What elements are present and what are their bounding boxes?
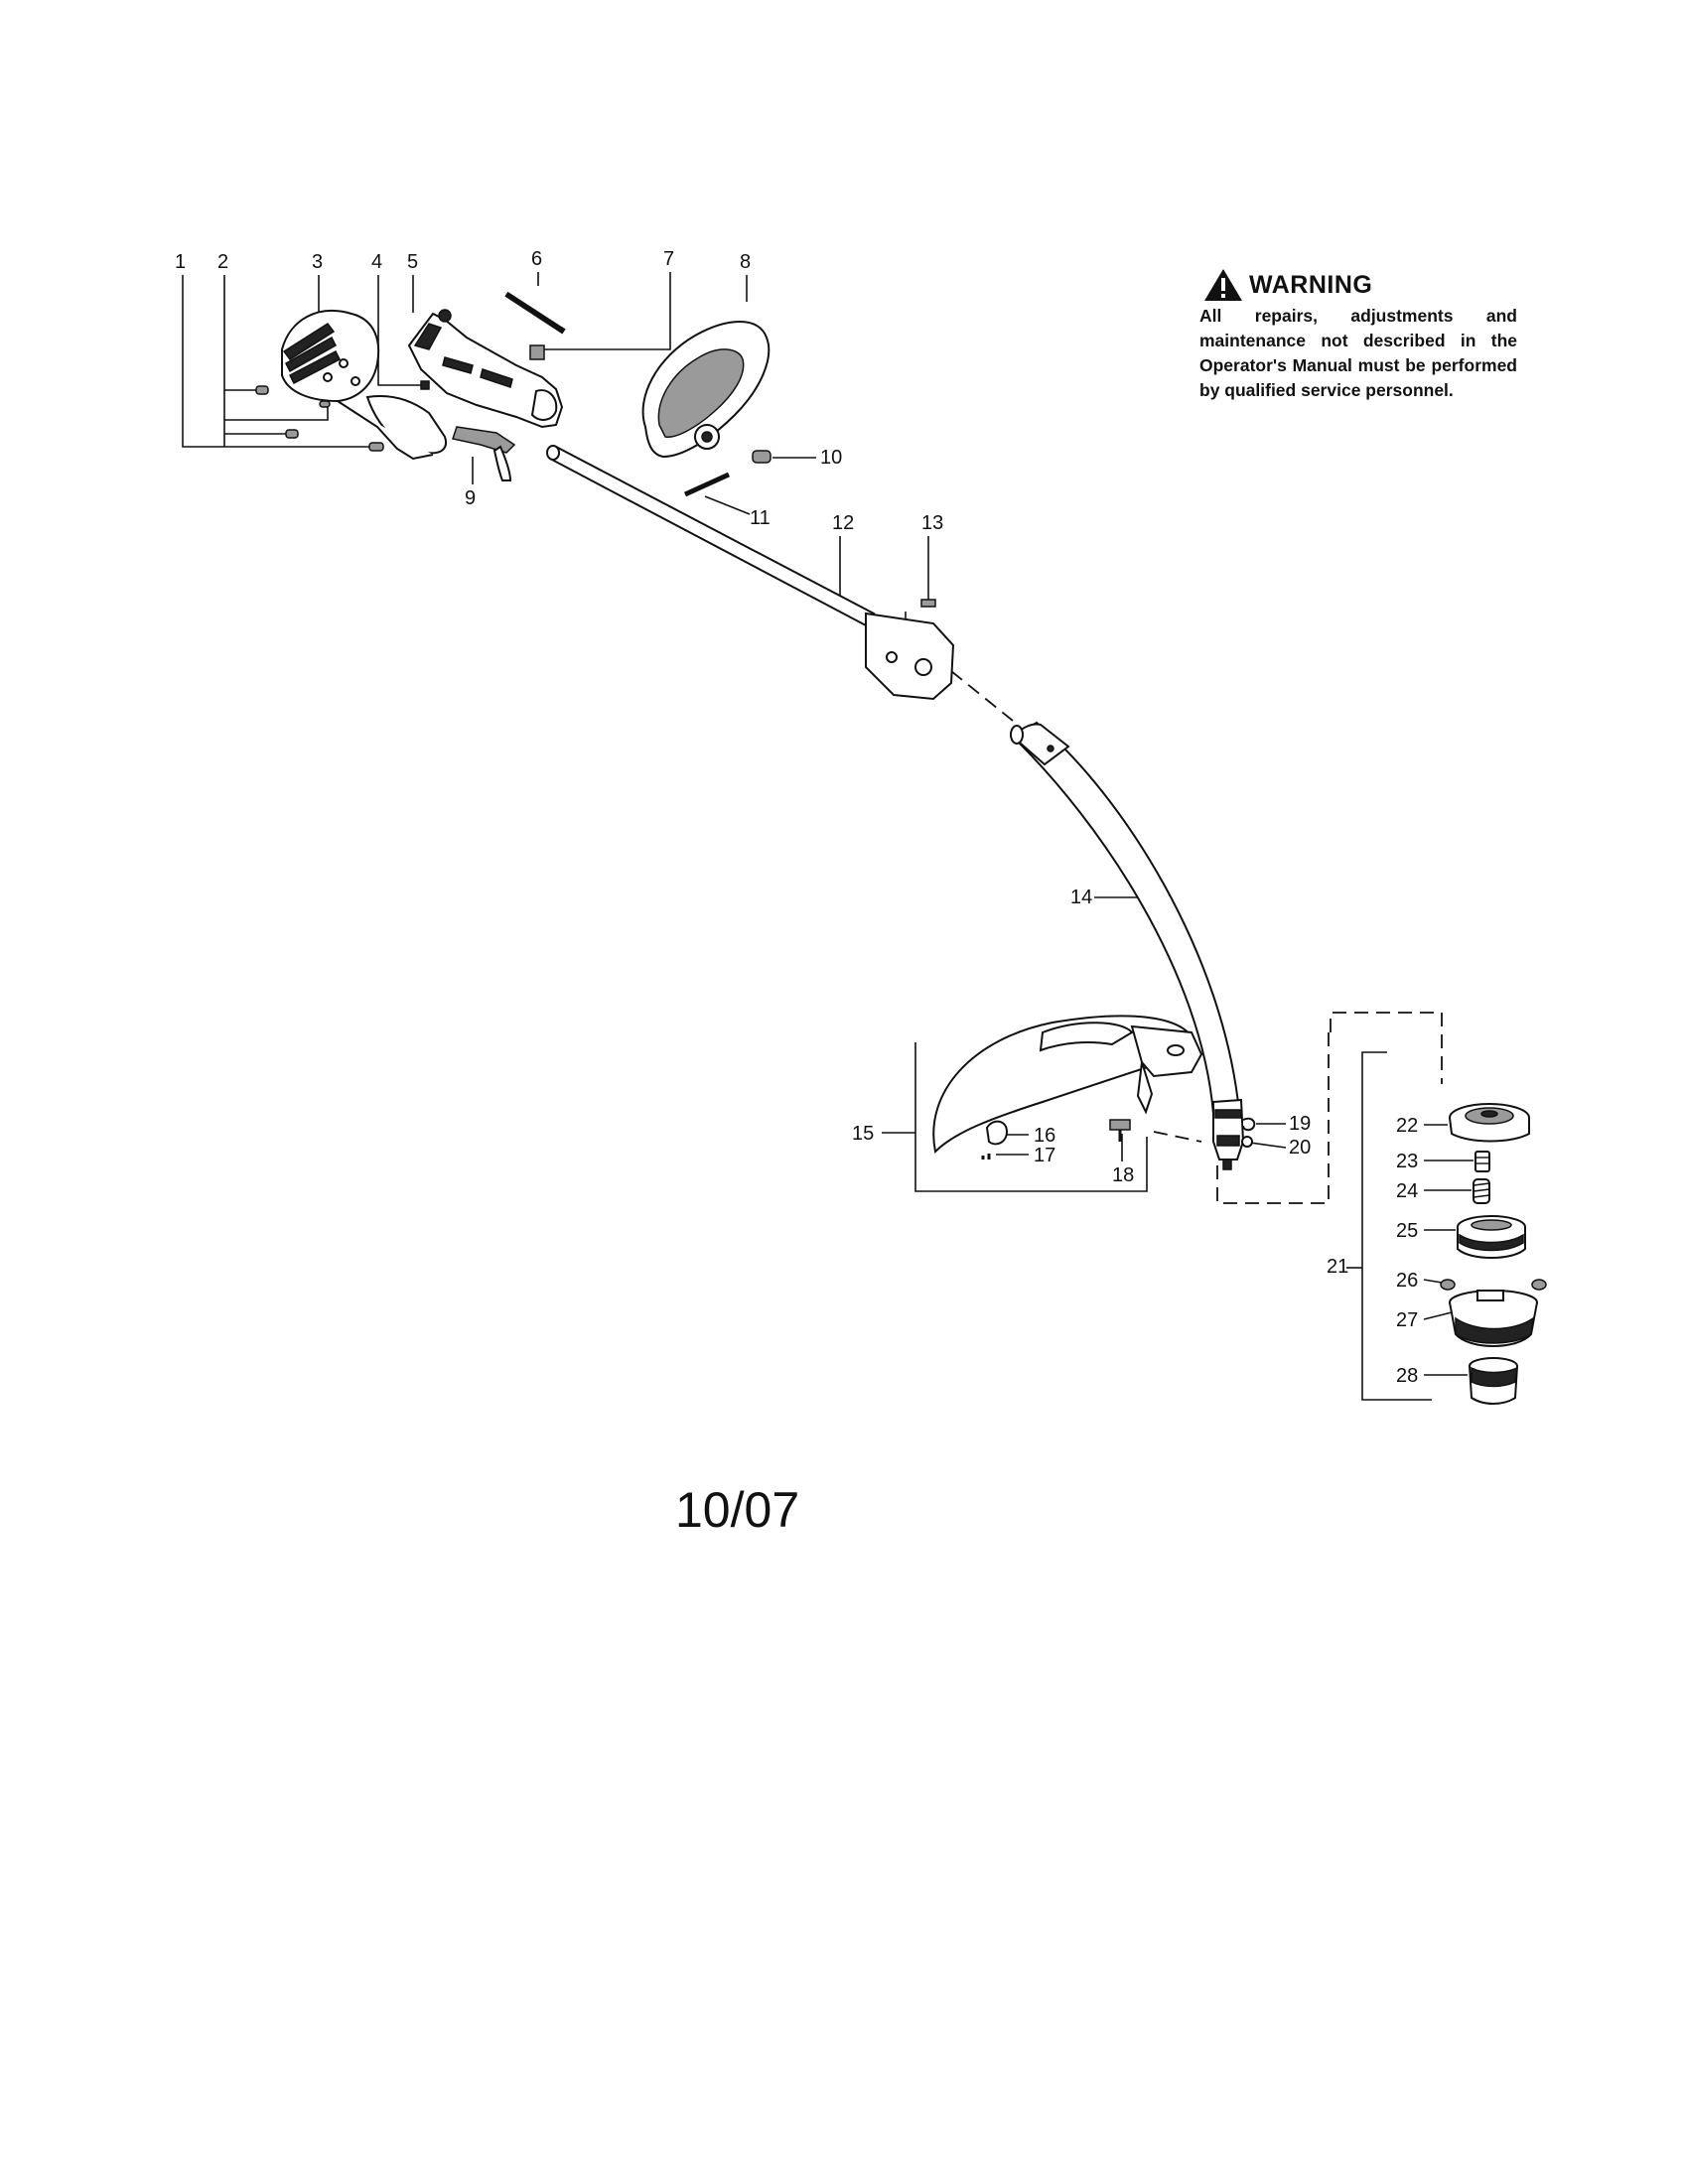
callout-13: 13	[921, 512, 943, 534]
callout-6: 6	[531, 248, 542, 270]
callout-2: 2	[217, 251, 228, 273]
knob-28	[1469, 1357, 1518, 1405]
callout-10: 10	[820, 447, 842, 469]
callout-28: 28	[1396, 1365, 1418, 1387]
callout-12: 12	[832, 512, 854, 534]
guard-15	[932, 1015, 1203, 1155]
callout-20: 20	[1289, 1137, 1311, 1159]
clamp-16	[985, 1120, 1009, 1146]
screws-1-2	[255, 385, 384, 452]
trigger-9	[452, 426, 516, 481]
eyelets-26	[1440, 1279, 1547, 1291]
leader-27	[1423, 1311, 1453, 1320]
assist-handle-8	[641, 321, 771, 459]
callout-15: 15	[852, 1123, 874, 1145]
screws-17	[981, 1154, 991, 1160]
callout-1: 1	[175, 251, 186, 273]
cover-22	[1449, 1103, 1530, 1143]
callout-5: 5	[407, 251, 418, 273]
spool-25	[1457, 1215, 1526, 1259]
screw-1	[368, 442, 384, 452]
screw-2b	[285, 429, 299, 439]
upper-shaft-12	[546, 445, 955, 701]
nut-20	[1241, 1136, 1253, 1148]
engine-cover-5	[407, 309, 564, 429]
callout-23: 23	[1396, 1151, 1418, 1172]
leader-11	[704, 495, 751, 515]
warning-title: WARNING	[1249, 270, 1373, 299]
screw-2c	[319, 400, 331, 408]
warning-text: All repairs, adjustments and maintenance…	[1199, 306, 1517, 400]
callout-9: 9	[465, 487, 476, 509]
blade-18	[1109, 1119, 1131, 1142]
callout-25: 25	[1396, 1220, 1418, 1242]
assembly-dashes	[950, 670, 1443, 1204]
dash-shaft-joint	[950, 670, 1014, 722]
leader-2-mid	[224, 407, 329, 421]
leader-1	[182, 275, 369, 448]
callout-3: 3	[312, 251, 323, 273]
callout-7: 7	[663, 248, 674, 270]
screw-10	[752, 450, 772, 464]
callout-24: 24	[1396, 1180, 1418, 1202]
leader-15-bracket	[914, 1042, 1148, 1192]
dash-head-box	[1330, 1012, 1443, 1084]
callout-8: 8	[740, 251, 751, 273]
callout-27: 27	[1396, 1309, 1418, 1331]
leader-26	[1423, 1279, 1443, 1284]
screw-13	[920, 599, 936, 608]
warning-header: WARNING	[1203, 268, 1517, 302]
housing-27	[1449, 1290, 1538, 1347]
part-4-nut	[420, 380, 430, 390]
callout-17: 17	[1034, 1145, 1055, 1166]
callout-19: 19	[1289, 1113, 1311, 1135]
callout-22: 22	[1396, 1115, 1418, 1137]
trimmer-head-21	[1440, 1103, 1547, 1405]
dash-guard-to-shaft	[1153, 1131, 1202, 1143]
callout-14: 14	[1070, 887, 1092, 908]
clip-19	[1242, 1117, 1256, 1132]
callout-26: 26	[1396, 1270, 1418, 1292]
callout-11: 11	[750, 507, 771, 529]
engine-housing-3	[281, 310, 447, 461]
leader-21-bracket	[1361, 1051, 1432, 1401]
spring-24	[1473, 1178, 1490, 1204]
leader-lines	[182, 272, 1474, 1401]
warning-box: WARNING All repairs, adjustments and mai…	[1199, 268, 1517, 403]
gear-housing	[1212, 1098, 1256, 1170]
dash-head-box-lower	[1216, 1032, 1330, 1204]
screw-2a	[255, 385, 269, 395]
callout-4: 4	[371, 251, 382, 273]
bolt-11	[683, 472, 731, 497]
warning-triangle-icon	[1204, 269, 1242, 301]
leader-4	[377, 275, 421, 386]
date-code: 10/07	[675, 1482, 800, 1538]
callout-labels: 1 2 3 4 5 6 7 8 9 10 11 12 13 14 15 16 1…	[175, 248, 1418, 1387]
callout-16: 16	[1034, 1125, 1055, 1147]
bolt-23	[1474, 1151, 1490, 1172]
callout-18: 18	[1112, 1164, 1134, 1186]
nut-7	[529, 344, 545, 360]
leader-7	[544, 272, 671, 350]
callout-21: 21	[1327, 1256, 1348, 1278]
bolt-6	[504, 290, 566, 335]
